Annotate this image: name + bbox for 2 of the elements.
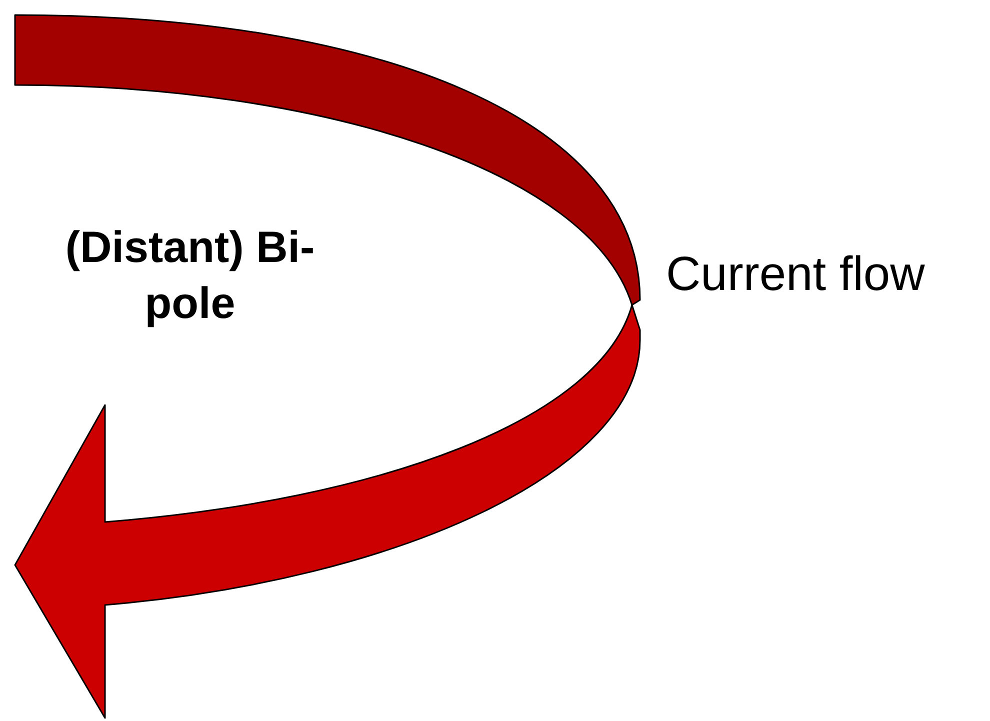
flow-label: Current flow xyxy=(666,247,925,303)
pole-label: (Distant) Bi-pole xyxy=(64,222,316,330)
